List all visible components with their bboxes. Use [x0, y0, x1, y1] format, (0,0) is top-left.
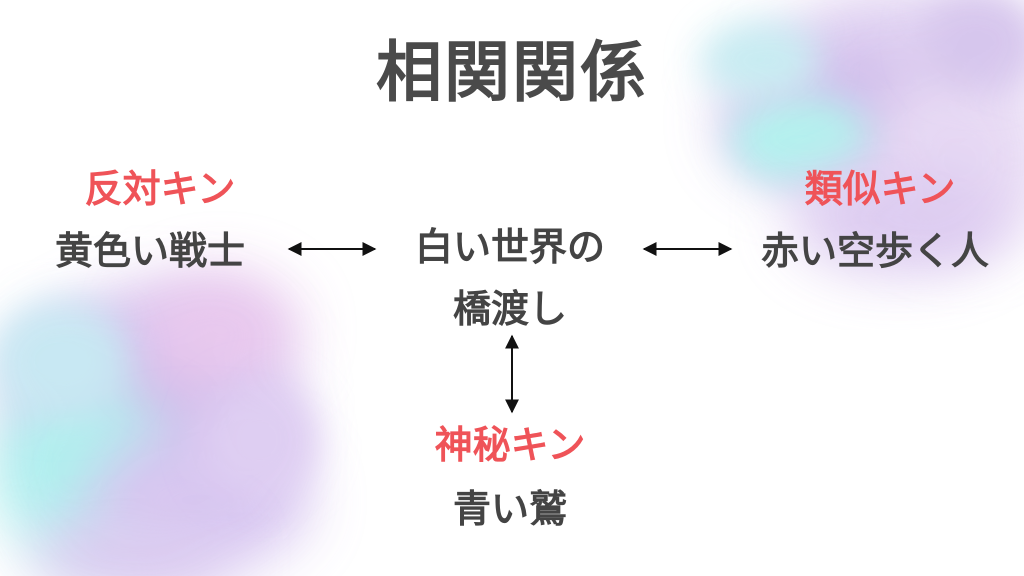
- watercolor-blob-top-right: [700, 0, 1024, 275]
- mystic-kin-name: 青い鷲: [452, 487, 567, 531]
- mystic-kin-label: 神秘キン: [434, 423, 586, 467]
- opposite-kin-label: 反対キン: [84, 167, 236, 211]
- similar-kin-name: 赤い空歩く人: [760, 229, 989, 273]
- opposite-kin-name: 黄色い戦士: [54, 229, 245, 273]
- page-title: 相関関係: [376, 34, 648, 111]
- similar-kin-label: 類似キン: [804, 167, 956, 211]
- watercolor-blob-bottom-left: [0, 270, 320, 576]
- center-kin-name-line2: 橋渡し: [452, 287, 567, 331]
- center-kin-name-line1: 白い世界の: [414, 225, 605, 269]
